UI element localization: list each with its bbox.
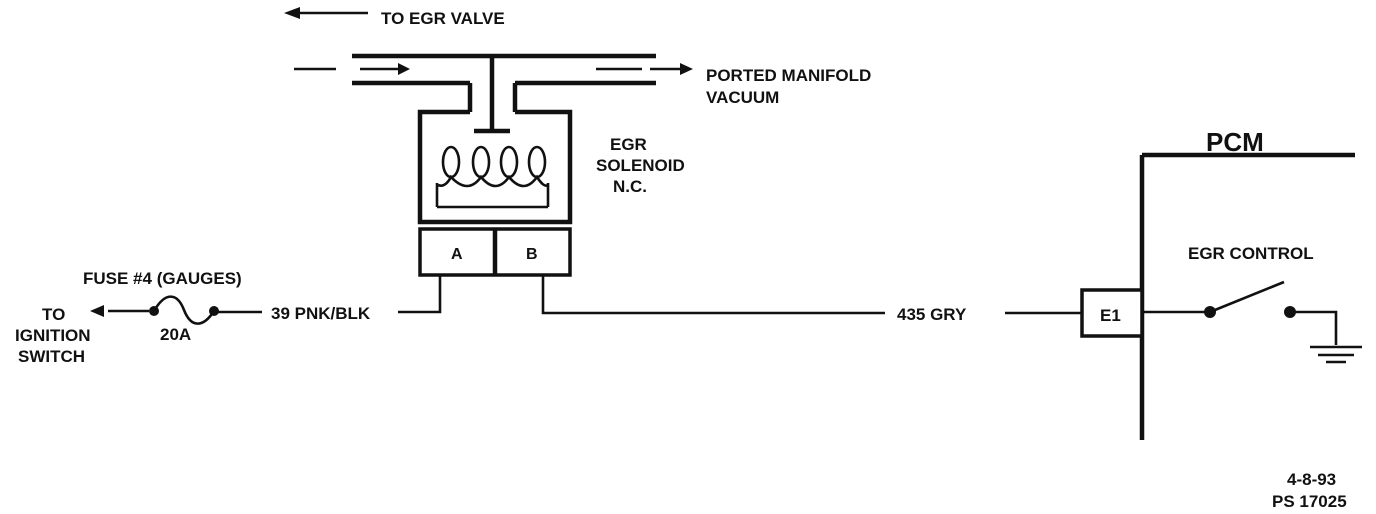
pcm-label: PCM <box>1206 127 1264 157</box>
date-code: 4-8-93 <box>1287 470 1336 489</box>
egr-control-switch <box>1142 280 1338 345</box>
wire-435-gry <box>541 275 1082 315</box>
vacuum-flow-arrows <box>294 63 693 75</box>
ps-number: PS 17025 <box>1272 492 1347 511</box>
fuse-20a <box>90 295 219 325</box>
connector-pin-b: B <box>526 246 538 263</box>
egr-solenoid-label-3: N.C. <box>613 177 647 196</box>
to-ignition-label-2: IGNITION <box>15 326 91 345</box>
connector-pin-a: A <box>451 246 463 263</box>
egr-solenoid-label-2: SOLENOID <box>596 156 685 175</box>
wire-39-pnk-blk <box>218 275 442 314</box>
pcm-terminal-e1 <box>1080 288 1144 338</box>
fuse-rating: 20A <box>160 325 191 344</box>
to-egr-valve-arrow <box>284 7 368 19</box>
vacuum-passage <box>352 53 656 134</box>
pcm-terminal-e1-label: E1 <box>1100 306 1121 325</box>
egr-solenoid-label-1: EGR <box>610 135 647 154</box>
egr-solenoid <box>417 109 573 277</box>
egr-control-label: EGR CONTROL <box>1188 244 1314 263</box>
ported-manifold-label: PORTED MANIFOLD <box>706 66 871 85</box>
solenoid-coil <box>435 145 550 209</box>
fuse-label: FUSE #4 (GAUGES) <box>83 269 242 288</box>
ground-icon <box>1310 345 1362 364</box>
wire-435-label: 435 GRY <box>897 305 967 324</box>
to-ignition-label-1: TO <box>42 305 65 324</box>
wire-39-label: 39 PNK/BLK <box>271 304 371 323</box>
ported-manifold-vacuum-label: VACUUM <box>706 88 779 107</box>
to-ignition-label-3: SWITCH <box>18 347 85 366</box>
to-egr-valve-label: TO EGR VALVE <box>381 9 505 28</box>
